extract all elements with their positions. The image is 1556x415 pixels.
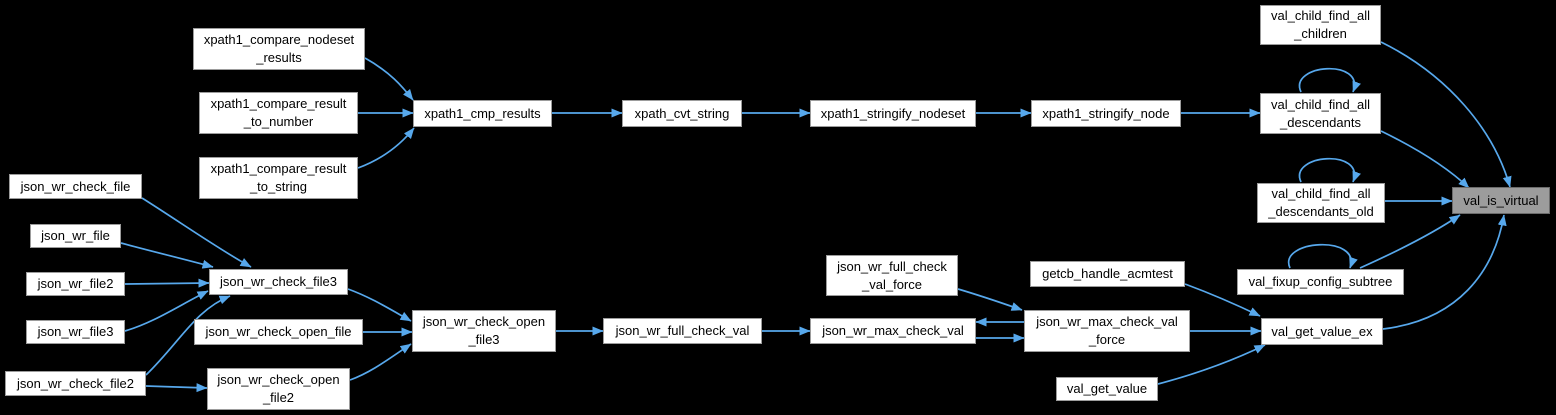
node-xpath1_compare_result_to_number[interactable]: xpath1_compare_result _to_number	[199, 92, 358, 134]
edge-json_wr_full_check_val_force-json_wr_max_check_val_force	[957, 288, 1023, 311]
edge-val_get_value_ex-val_is_virtual	[1382, 214, 1507, 330]
edge-json_wr_check_file-json_wr_check_file3	[141, 197, 252, 268]
edge-json_wr_check_file3-json_wr_check_open_file3	[347, 288, 412, 322]
node-xpath1_compare_result_to_string[interactable]: xpath1_compare_result _to_string	[199, 157, 358, 199]
node-xpath1_cmp_results[interactable]: xpath1_cmp_results	[413, 100, 552, 127]
node-val_get_value[interactable]: val_get_value	[1056, 377, 1158, 401]
edge-json_wr_check_open_file2-json_wr_check_open_file3	[349, 343, 412, 381]
node-json_wr_full_check_val[interactable]: json_wr_full_check_val	[603, 318, 762, 344]
node-json_wr_check_file3[interactable]: json_wr_check_file3	[209, 269, 348, 295]
node-json_wr_check_open_file2[interactable]: json_wr_check_open _file2	[207, 368, 350, 410]
edge-json_wr_check_file2-json_wr_check_file3	[145, 295, 231, 376]
node-xpath1_stringify_node[interactable]: xpath1_stringify_node	[1031, 100, 1181, 127]
edge-val_child_find_all_descendants-self	[1298, 67, 1361, 93]
edge-json_wr_check_file2-json_wr_check_open_file2	[145, 383, 208, 393]
node-json_wr_check_file[interactable]: json_wr_check_file	[9, 174, 142, 199]
node-json_wr_max_check_val[interactable]: json_wr_max_check_val	[810, 318, 976, 344]
edge-getcb_handle_acmtest-val_get_value_ex	[1184, 283, 1261, 317]
node-xpath1_stringify_nodeset[interactable]: xpath1_stringify_nodeset	[810, 100, 976, 127]
node-xpath_cvt_string[interactable]: xpath_cvt_string	[622, 100, 742, 127]
node-json_wr_check_open_file[interactable]: json_wr_check_open_file	[194, 319, 363, 345]
edge-val_fixup_config_subtree-val_is_virtual	[1359, 214, 1461, 269]
edge-val_child_find_all_children-val_is_virtual	[1380, 41, 1512, 188]
node-xpath1_compare_nodeset_results[interactable]: xpath1_compare_nodeset _results	[193, 28, 365, 70]
edge-val_get_value-val_get_value_ex	[1157, 344, 1266, 385]
node-val_child_find_all_descendants[interactable]: val_child_find_all _descendants	[1260, 93, 1381, 134]
edge-xpath1_compare_result_to_string-xpath1_cmp_results	[357, 127, 415, 169]
node-json_wr_check_file2[interactable]: json_wr_check_file2	[5, 371, 146, 396]
node-val_child_find_all_children[interactable]: val_child_find_all _children	[1260, 5, 1381, 45]
edge-val_child_find_all_descendants-val_is_virtual	[1380, 130, 1470, 189]
edge-json_wr_file-json_wr_check_file3	[120, 242, 214, 269]
edge-val_fixup_config_subtree-self	[1287, 243, 1358, 269]
node-val_child_find_all_descendants_old[interactable]: val_child_find_all _descendants_old	[1257, 183, 1385, 223]
node-val_is_virtual: val_is_virtual	[1452, 187, 1550, 214]
node-json_wr_file[interactable]: json_wr_file	[30, 224, 121, 248]
node-getcb_handle_acmtest[interactable]: getcb_handle_acmtest	[1030, 261, 1185, 287]
edge-xpath1_compare_nodeset_results-xpath1_cmp_results	[364, 57, 414, 101]
node-json_wr_full_check_val_force[interactable]: json_wr_full_check _val_force	[826, 255, 958, 296]
edge-json_wr_file2-json_wr_check_file3	[124, 278, 210, 288]
node-json_wr_check_open_file3[interactable]: json_wr_check_open _file3	[412, 310, 556, 352]
node-val_fixup_config_subtree[interactable]: val_fixup_config_subtree	[1237, 269, 1404, 295]
node-val_get_value_ex[interactable]: val_get_value_ex	[1261, 318, 1383, 345]
node-json_wr_file3[interactable]: json_wr_file3	[26, 320, 125, 344]
node-json_wr_file2[interactable]: json_wr_file2	[26, 272, 125, 296]
node-json_wr_max_check_val_force[interactable]: json_wr_max_check_val _force	[1024, 310, 1190, 352]
edge-val_child_find_all_descendants_old-self	[1298, 157, 1361, 183]
edge-json_wr_file3-json_wr_check_file3	[124, 290, 209, 332]
